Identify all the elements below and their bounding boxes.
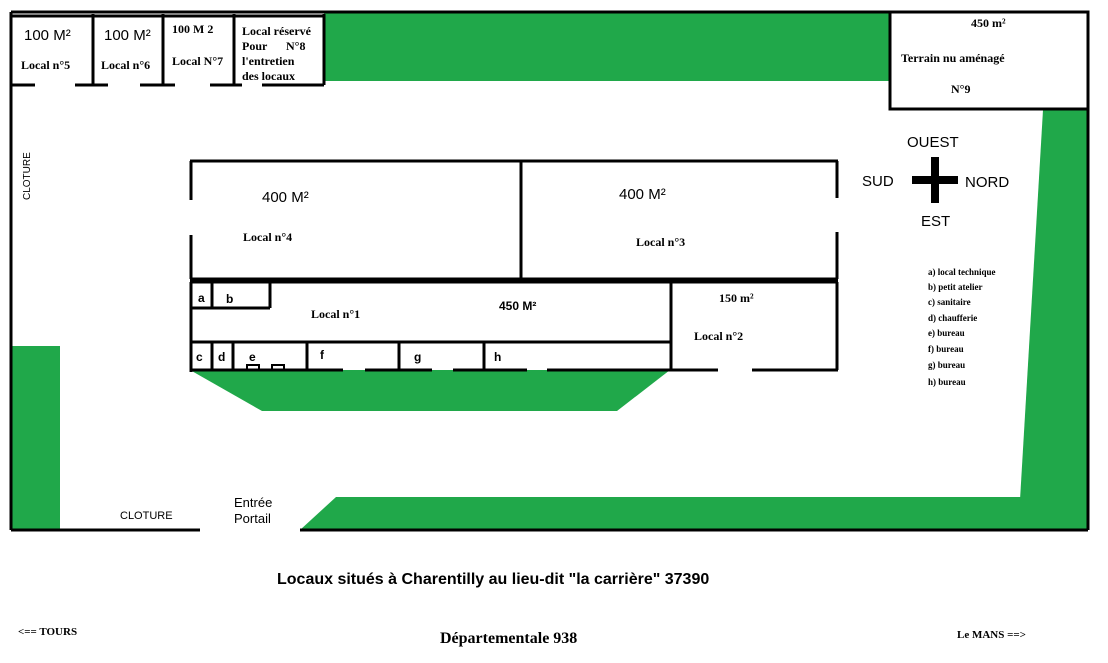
room-c-label: c [196, 350, 203, 364]
fence-label-bottom: CLOTURE [120, 510, 173, 522]
road-label: Départementale 938 [440, 630, 577, 647]
room-legend: a) local technique b) petit atelier c) s… [928, 267, 996, 387]
legend-item: f) bureau [928, 344, 964, 354]
green-strip-top [324, 12, 890, 81]
legend-item: a) local technique [928, 267, 996, 277]
legend-item: g) bureau [928, 360, 965, 370]
room-a-label: a [198, 291, 205, 305]
entrance-label-line1: Entrée [234, 495, 272, 510]
local-4-area: 400 M² [262, 189, 309, 206]
local-2-area: 150 m² [719, 291, 754, 305]
local-9-desc: Terrain nu aménagé [901, 51, 1005, 65]
local-4-name: Local n°4 [243, 230, 292, 244]
local-9-area: 450 m² [971, 16, 1006, 30]
legend-item: c) sanitaire [928, 297, 971, 307]
room-e-marks [246, 364, 285, 371]
legend-item: e) bureau [928, 328, 965, 338]
green-strip-right [1020, 110, 1088, 500]
local-6-area: 100 M² [104, 27, 151, 44]
green-strip-bottom [300, 497, 1088, 530]
local-8-line4: des locaux [242, 69, 295, 83]
green-patch-left [12, 346, 60, 530]
local-5-area: 100 M² [24, 27, 71, 44]
local-3-area: 400 M² [619, 186, 666, 203]
room-f-label: f [320, 348, 325, 362]
local-8-number: N°8 [286, 39, 305, 53]
local-7-name: Local N°7 [172, 54, 223, 68]
room-b-label: b [226, 292, 233, 306]
compass-cross-icon [912, 157, 958, 203]
local-9-outline [888, 10, 1090, 111]
local-9-name: N°9 [951, 82, 970, 96]
local-8-line3: l'entretien [242, 54, 295, 68]
locals-3-4-walls [189, 159, 839, 281]
compass-west: OUEST [907, 134, 959, 151]
left-direction-tours: <== TOURS [18, 626, 77, 638]
local-5-name: Local n°5 [21, 58, 70, 72]
local-8-line2: Pour [242, 39, 268, 53]
compass-east: EST [921, 213, 950, 230]
green-front-trapezoid [190, 370, 670, 411]
local-1-name: Local n°1 [311, 307, 360, 321]
room-e-label: e [249, 350, 256, 364]
right-direction-le-mans: Le MANS ==> [957, 629, 1026, 641]
legend-item: d) chaufferie [928, 313, 977, 323]
local-6-name: Local n°6 [101, 58, 150, 72]
room-h-label: h [494, 350, 501, 364]
legend-item: h) bureau [928, 377, 966, 387]
compass-north: NORD [965, 174, 1009, 191]
compass-south: SUD [862, 173, 894, 190]
room-d-label: d [218, 350, 225, 364]
local-8-line1: Local réservé [242, 24, 312, 38]
room-g-label: g [414, 350, 421, 364]
top-row-locals [11, 14, 326, 87]
local-7-area: 100 M 2 [172, 22, 213, 36]
locals-1-2-walls [189, 280, 839, 372]
green-areas [12, 12, 1088, 530]
local-1-area: 450 M² [499, 299, 536, 313]
entrance-label-line2: Portail [234, 511, 271, 526]
local-2-name: Local n°2 [694, 329, 743, 343]
fence-label-left: CLOTURE [22, 152, 33, 200]
local-3-name: Local n°3 [636, 235, 685, 249]
page-title: Locaux situés à Charentilly au lieu-dit … [277, 571, 709, 588]
legend-item: b) petit atelier [928, 282, 982, 292]
